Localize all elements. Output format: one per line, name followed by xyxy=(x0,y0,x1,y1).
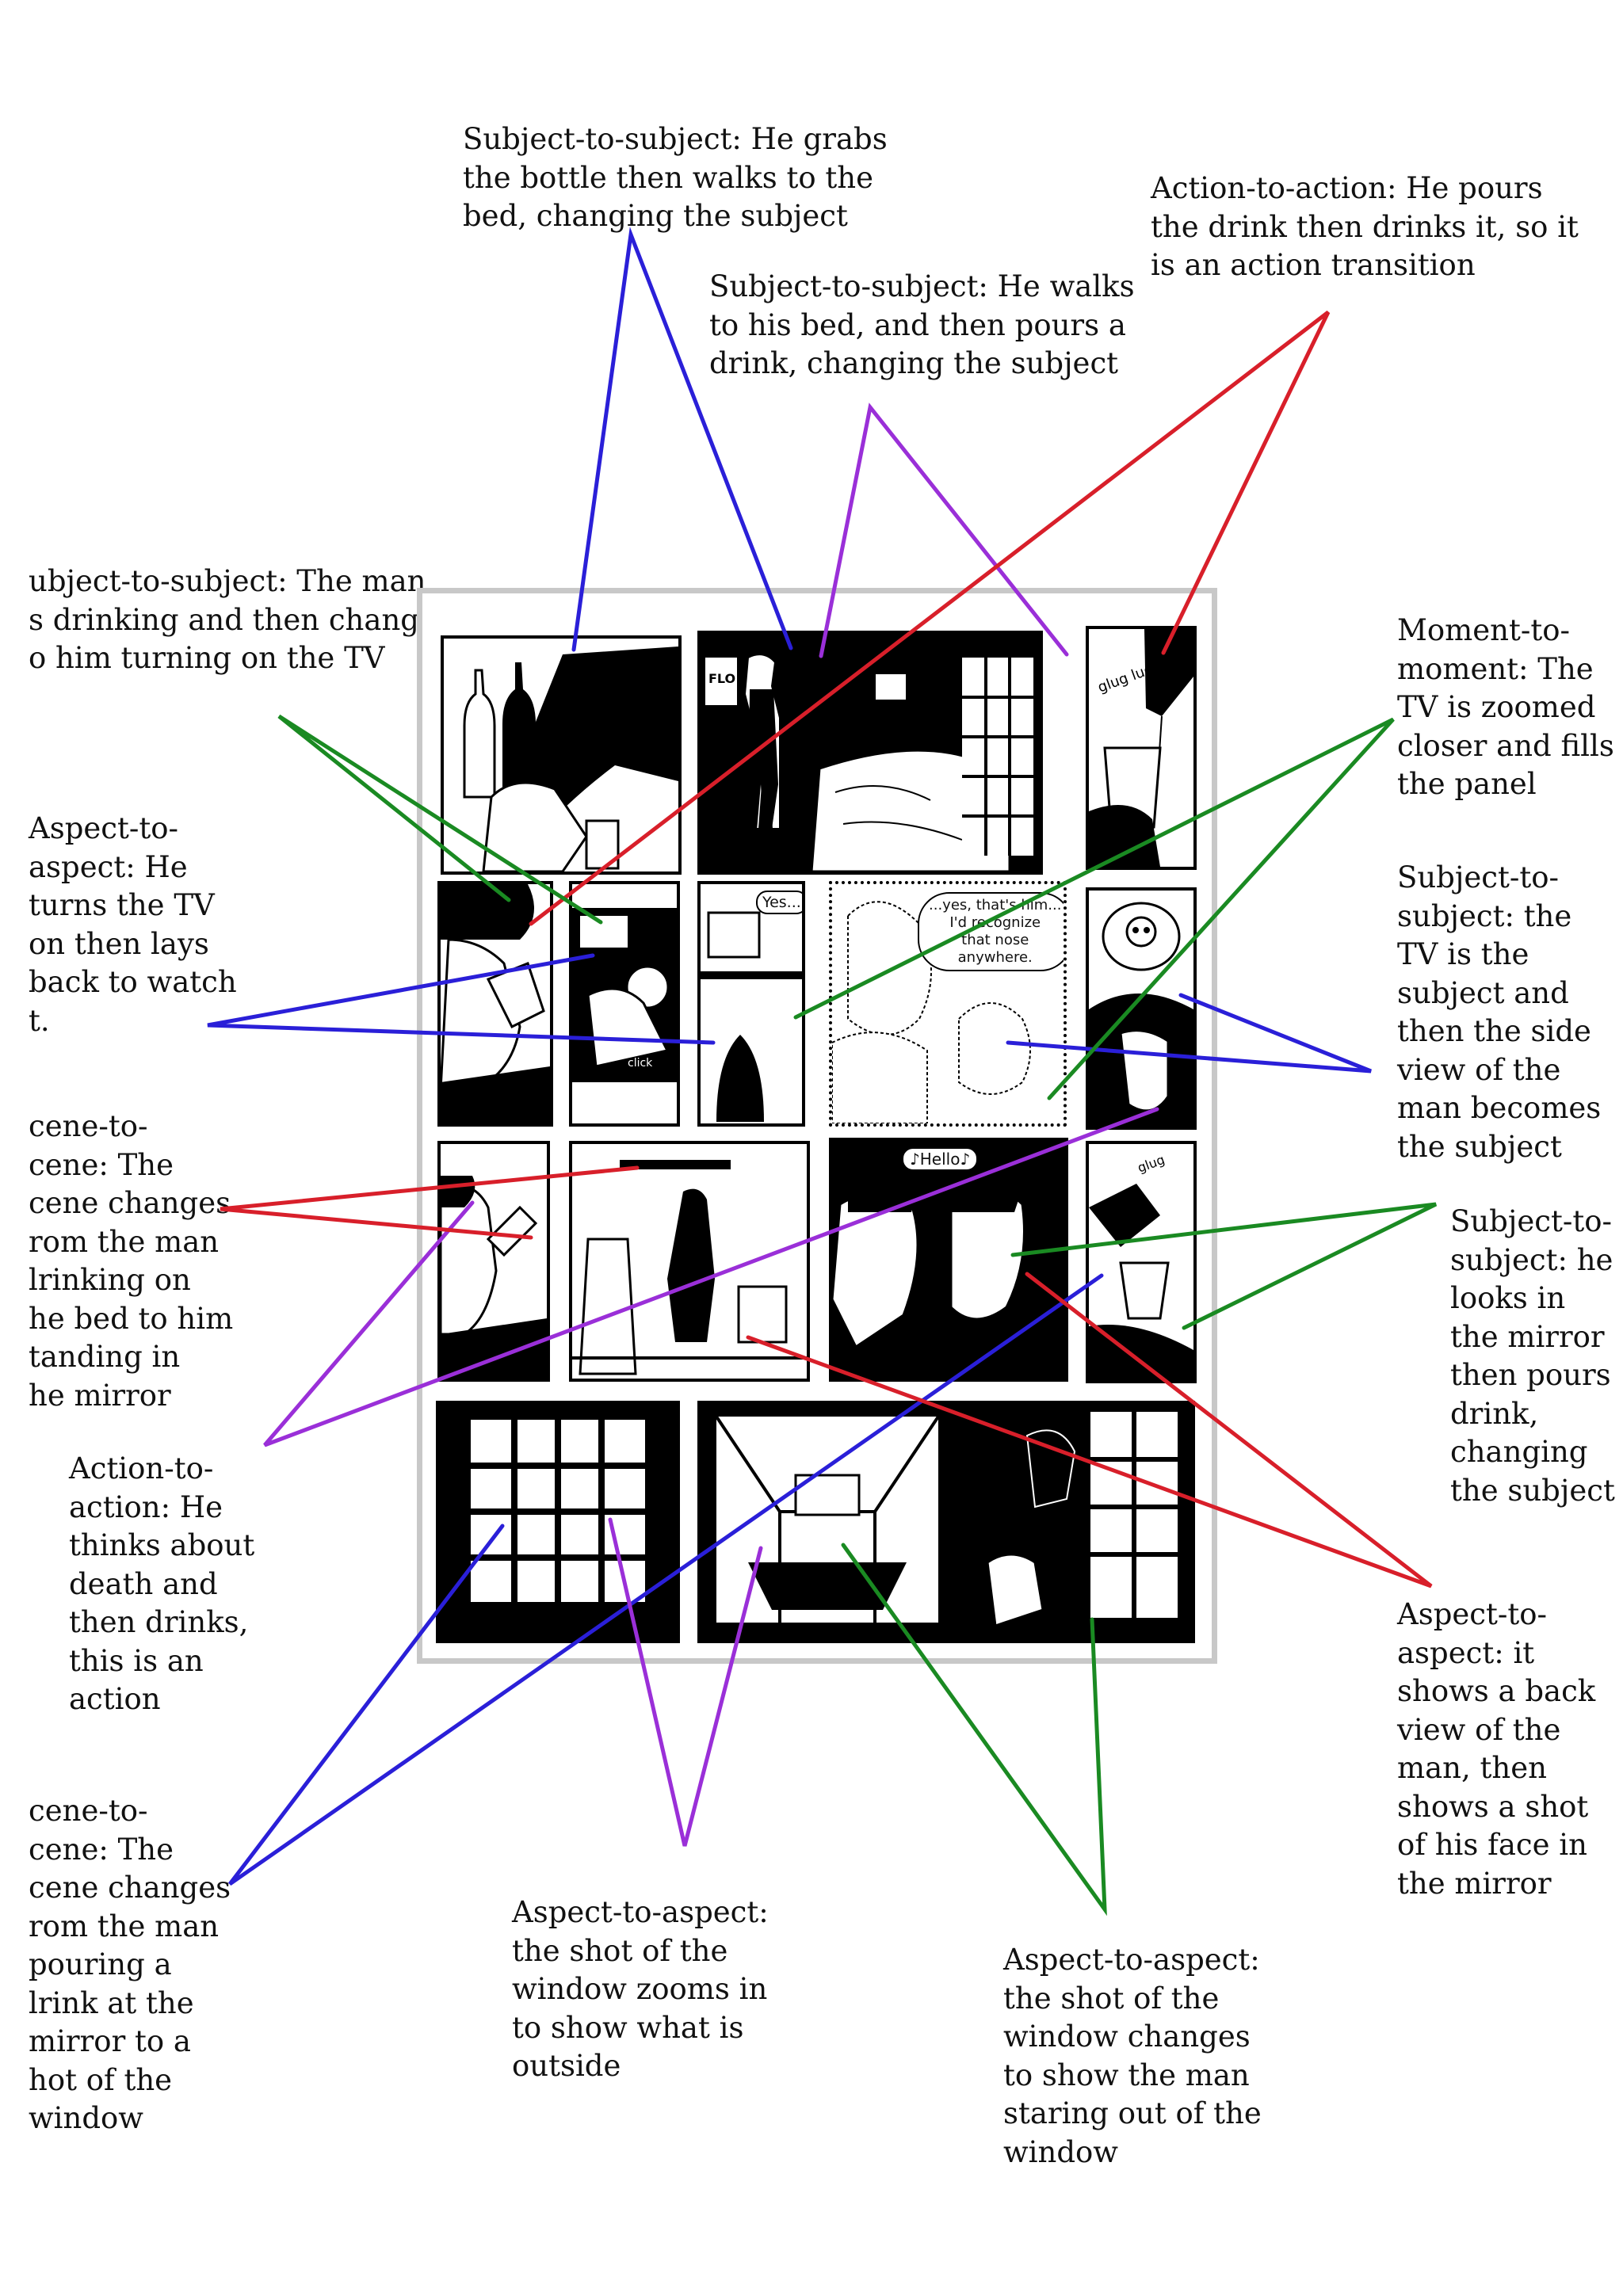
bottle-drink-art xyxy=(441,1144,547,1379)
window-closed-art xyxy=(439,1404,677,1640)
annotation-subject-to-subject-side-view: Subject-to- subject: the TV is the subje… xyxy=(1397,860,1602,1164)
panel-window-closed xyxy=(436,1401,680,1643)
drinking-man-art xyxy=(441,884,550,1123)
panel-window-outside xyxy=(697,1401,957,1643)
panel-bedroom: FLO xyxy=(697,631,1043,875)
panel-mirror-hello: ♪Hello♪ xyxy=(829,1138,1068,1382)
line-a2 xyxy=(819,402,1069,658)
annotation-aspect-to-aspect-staring: Aspect-to-aspect: the shot of the window… xyxy=(1003,1943,1262,2169)
line-a14 xyxy=(841,1543,1107,1917)
panel-tv-closeup: ...yes, that's him... I'd recognize that… xyxy=(829,881,1067,1127)
bedroom-art: FLO xyxy=(701,634,1040,871)
yes-bubble: Yes... xyxy=(756,891,802,914)
panel-room-mirror xyxy=(569,1141,810,1382)
line-a6 xyxy=(207,953,716,1045)
line-a5 xyxy=(793,717,1395,1100)
annotation-aspect-to-aspect-zoom: Aspect-to-aspect: the shot of the window… xyxy=(512,1895,769,2083)
panel-bottles xyxy=(441,635,682,875)
line-a7 xyxy=(1006,993,1372,1074)
window-outside-art xyxy=(701,1404,954,1640)
line-a8 xyxy=(220,1165,640,1240)
annotation-subject-to-subject-bottle: Subject-to-subject: He grabs the bottle … xyxy=(463,122,888,233)
flo-sign: FLO xyxy=(708,671,735,686)
line-a11 xyxy=(746,1272,1433,1589)
line-a3 xyxy=(529,311,1331,926)
line-a13 xyxy=(608,1517,763,1847)
annotation-subject-to-subject-mirror: Subject-to- subject: he looks in the mir… xyxy=(1450,1204,1615,1508)
line-a9 xyxy=(1010,1202,1438,1330)
tv-on-art xyxy=(701,884,802,1123)
click-sfx: click xyxy=(628,1057,653,1070)
panel-bottle-drink xyxy=(437,1141,550,1382)
annotation-moment-to-moment: Moment-to- moment: The TV is zoomed clos… xyxy=(1397,613,1614,801)
pour-mirror-art: glug xyxy=(1089,1144,1193,1380)
man-at-window-art xyxy=(956,1404,1192,1640)
bottles-art xyxy=(444,639,678,871)
annotation-subject-to-subject-bed: Subject-to-subject: He walks to his bed,… xyxy=(709,269,1135,380)
annotation-scene-to-scene-window: cene-to- cene: The cene changes rom the … xyxy=(29,1794,231,2135)
panel-pour-mirror: glug xyxy=(1086,1141,1197,1383)
panel-tv-on: Yes... xyxy=(697,881,805,1127)
annotation-aspect-to-aspect-tv: Aspect-to- aspect: He turns the TV on th… xyxy=(29,811,237,1038)
mirror-hello-art xyxy=(832,1141,1065,1379)
panel-man-at-window xyxy=(953,1401,1195,1643)
room-mirror-art xyxy=(572,1144,807,1379)
line-a4 xyxy=(277,714,603,925)
tv-knob-art: click xyxy=(572,884,677,1123)
speech-bubble: ...yes, that's him... I'd recognize that… xyxy=(918,892,1064,971)
annotation-scene-to-scene-mirror: cene-to- cene: The cene changes rom the … xyxy=(29,1109,234,1413)
annotation-action-to-action-pour: Action-to-action: He pours the drink the… xyxy=(1151,171,1579,282)
line-a10 xyxy=(263,1107,1159,1447)
hello-bubble: ♪Hello♪ xyxy=(902,1147,979,1171)
panel-tv-knob: click xyxy=(569,881,680,1127)
annotation-action-to-action-death: Action-to- action: He thinks about death… xyxy=(69,1451,255,1716)
annotation-aspect-to-aspect-back-view: Aspect-to- aspect: it shows a back view … xyxy=(1397,1597,1596,1901)
panel-drinking-man xyxy=(437,881,553,1127)
line-a1 xyxy=(571,227,793,652)
line-a12 xyxy=(228,1273,1104,1886)
